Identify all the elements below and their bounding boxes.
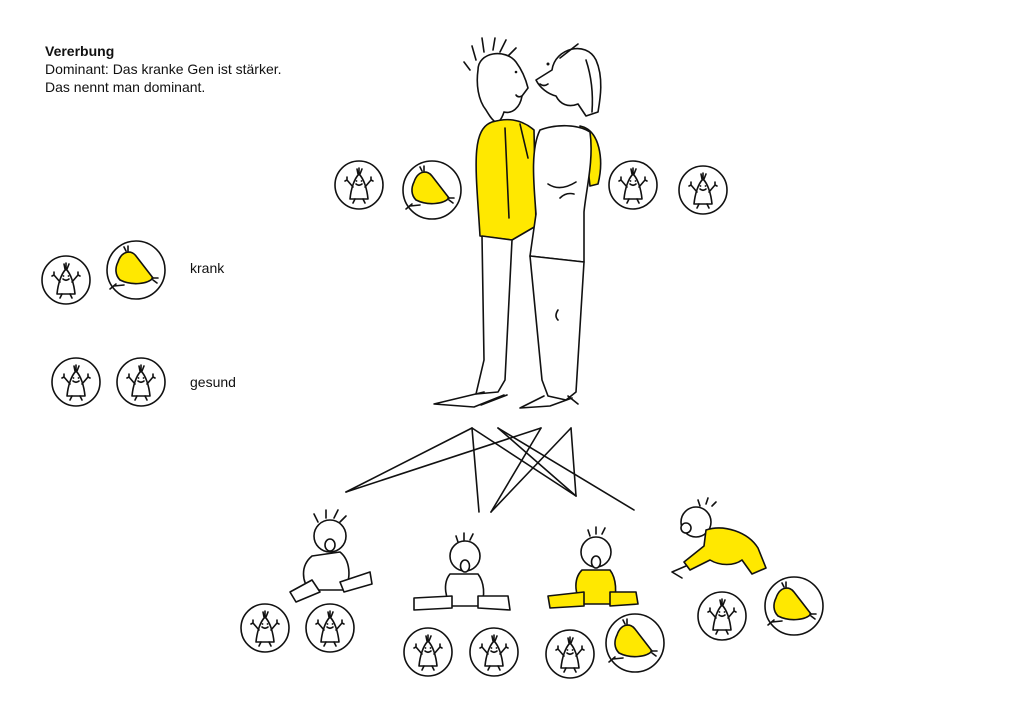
healthy-gene-icon bbox=[51, 357, 101, 407]
description-line-2: Das nennt man dominant. bbox=[45, 79, 206, 95]
sick-gene-icon bbox=[402, 160, 462, 220]
legend-healthy-pair bbox=[51, 357, 166, 407]
child-2 bbox=[403, 532, 519, 677]
healthy-gene-icon bbox=[608, 160, 658, 210]
heading-block: Vererbung Dominant: Das kranke Gen ist s… bbox=[45, 42, 282, 96]
healthy-gene-icon bbox=[545, 629, 595, 679]
child-3 bbox=[545, 526, 665, 679]
healthy-gene-icon bbox=[41, 255, 91, 305]
healthy-gene-icon bbox=[305, 603, 355, 653]
description-line-1: Dominant: Das kranke Gen ist stärker. bbox=[45, 61, 282, 77]
healthy-gene-icon bbox=[240, 603, 290, 653]
healthy-gene-icon bbox=[403, 627, 453, 677]
legend-sick-label: krank bbox=[190, 260, 225, 276]
legend-sick-pair bbox=[41, 240, 166, 305]
father-figure bbox=[433, 37, 537, 408]
sick-gene-icon bbox=[106, 240, 166, 300]
child-4 bbox=[671, 497, 824, 641]
mother-figure bbox=[519, 43, 602, 409]
page-title: Vererbung bbox=[45, 43, 115, 59]
father-genes bbox=[334, 160, 462, 220]
healthy-gene-icon bbox=[469, 627, 519, 677]
legend-healthy-label: gesund bbox=[190, 374, 236, 390]
sick-gene-icon bbox=[605, 613, 665, 673]
healthy-gene-icon bbox=[678, 165, 728, 215]
sick-gene-icon bbox=[764, 576, 824, 636]
inheritance-lines bbox=[345, 427, 635, 513]
healthy-gene-icon bbox=[116, 357, 166, 407]
parents-couple bbox=[433, 37, 602, 409]
mother-genes bbox=[608, 160, 728, 215]
healthy-gene-icon bbox=[334, 160, 384, 210]
healthy-gene-icon bbox=[697, 591, 747, 641]
child-1 bbox=[240, 509, 373, 653]
